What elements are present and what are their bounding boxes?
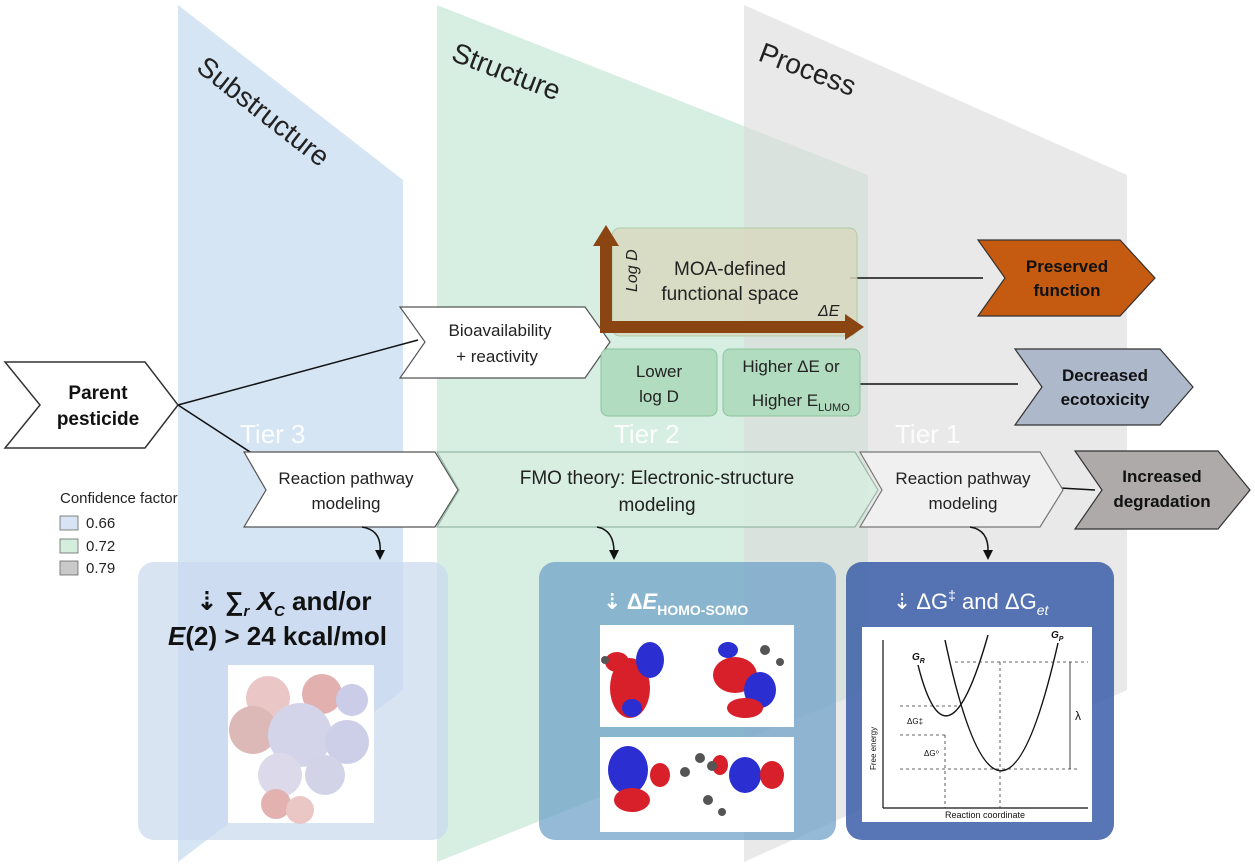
- connector-line: [177, 339, 419, 406]
- higher-de-sub: LUMO: [818, 402, 850, 414]
- higher-de-box: Higher ΔE or Higher E LUMO: [722, 348, 861, 417]
- tier3-modeling-chevron: Reaction pathway modeling: [242, 451, 459, 528]
- tier2-modeling-chevron: FMO theory: Electronic-structure modelin…: [435, 451, 879, 528]
- lambda-label: λ: [1075, 709, 1081, 723]
- tier3-panel-line1: ⇣ ∑r XC and/or: [196, 586, 371, 620]
- tier2-panel-label: ⇣ ΔEHOMO-SOMO: [603, 589, 748, 618]
- preserved-function-outcome: Preserved function: [976, 239, 1156, 317]
- conf-value-1: 0.66: [86, 515, 115, 532]
- swatch-066: [59, 515, 79, 531]
- plot-xlabel: Reaction coordinate: [945, 810, 1025, 820]
- dg0-label: ΔG⁰: [924, 749, 939, 758]
- tier3-panel-line2: E(2) > 24 kcal/mol: [168, 621, 387, 651]
- confidence-title: Confidence factor: [60, 490, 178, 507]
- connector-line: [1059, 487, 1096, 491]
- lower-logd-line2: log D: [639, 387, 679, 406]
- parent-line2: pesticide: [57, 409, 139, 430]
- confidence-legend: Confidence factor 0.66 0.72 0.79: [59, 490, 178, 577]
- tier3-label: Tier 3: [240, 419, 306, 449]
- y-axis-arrowhead: [593, 225, 619, 246]
- conf-value-2: 0.72: [86, 538, 115, 555]
- dg-act-label: ΔG‡: [907, 717, 923, 726]
- energy-plot: [862, 627, 1092, 822]
- arrowhead: [375, 550, 385, 560]
- y-axis-arrow: [600, 245, 612, 333]
- tier1-panel-label: ⇣ ΔG‡ and ΔGet: [893, 587, 1049, 618]
- lower-logd-box: Lower log D: [600, 348, 718, 417]
- parent-line1: Parent: [68, 383, 128, 404]
- bioavailability-node: Bioavailability + reactivity: [398, 306, 611, 379]
- moa-line1: MOA-defined: [674, 259, 786, 280]
- moa-line2: functional space: [661, 284, 798, 305]
- bioavailability-line1: Bioavailability: [449, 321, 552, 340]
- gp-label: GP: [1051, 630, 1064, 643]
- arrowhead: [983, 550, 993, 560]
- decreased-ecotoxicity-outcome: Decreased ecotoxicity: [1013, 348, 1194, 426]
- preserved-line1: Preserved: [1026, 257, 1108, 276]
- arrowhead: [609, 550, 619, 560]
- down-arrow: [361, 526, 989, 553]
- conf-value-3: 0.79: [86, 560, 115, 577]
- swatch-072: [59, 538, 79, 554]
- reactant-curve: [917, 634, 989, 717]
- tier1-label: Tier 1: [895, 419, 961, 449]
- higher-de-line2: Higher E: [752, 391, 818, 410]
- atoms: [601, 645, 784, 816]
- lower-logd-line1: Lower: [636, 362, 683, 381]
- tier2-label: Tier 2: [614, 419, 680, 449]
- plot-ylabel: Free energy: [869, 727, 878, 770]
- y-axis-label: Log D: [624, 249, 641, 292]
- tier1-modeling-line1: Reaction pathway: [895, 469, 1031, 488]
- swatch-079: [59, 560, 79, 576]
- bioavailability-line2: + reactivity: [456, 347, 538, 366]
- moa-functional-space: MOA-defined functional space Log D ΔE: [593, 225, 864, 340]
- tier3-panel: ⇣ ∑r XC and/or E(2) > 24 kcal/mol: [138, 562, 448, 840]
- decreased-line2: ecotoxicity: [1061, 390, 1150, 409]
- higher-de-line1: Higher ΔE or: [742, 357, 840, 376]
- tier2-modeling-line1: FMO theory: Electronic-structure: [520, 468, 795, 489]
- increased-line2: degradation: [1113, 492, 1210, 511]
- tier3-modeling-line1: Reaction pathway: [278, 469, 414, 488]
- tier1-modeling-chevron: Reaction pathway modeling: [858, 451, 1064, 528]
- x-axis-label: ΔE: [817, 303, 840, 320]
- tier3-modeling-line2: modeling: [312, 494, 381, 513]
- tier1-panel: ⇣ ΔG‡ and ΔGet GR GP ΔG‡ ΔG⁰ λ Free ener…: [846, 562, 1114, 840]
- parent-pesticide-node: Parent pesticide: [3, 361, 179, 449]
- product-curve: [944, 639, 1059, 772]
- decreased-line1: Decreased: [1062, 366, 1148, 385]
- guide-lines: [900, 661, 1088, 808]
- tier1-modeling-line2: modeling: [929, 494, 998, 513]
- x-axis-arrowhead: [845, 314, 864, 340]
- orbital-lobes: [605, 642, 784, 812]
- gr-label: GR: [912, 652, 925, 665]
- tier2-panel: ⇣ ΔEHOMO-SOMO: [539, 562, 836, 840]
- increased-line1: Increased: [1122, 467, 1201, 486]
- increased-degradation-outcome: Increased degradation: [1073, 450, 1251, 530]
- tier2-modeling-line2: modeling: [618, 495, 695, 516]
- preserved-line2: function: [1033, 281, 1100, 300]
- x-axis-arrow: [600, 321, 846, 333]
- electrostatic-molecule: [229, 674, 369, 824]
